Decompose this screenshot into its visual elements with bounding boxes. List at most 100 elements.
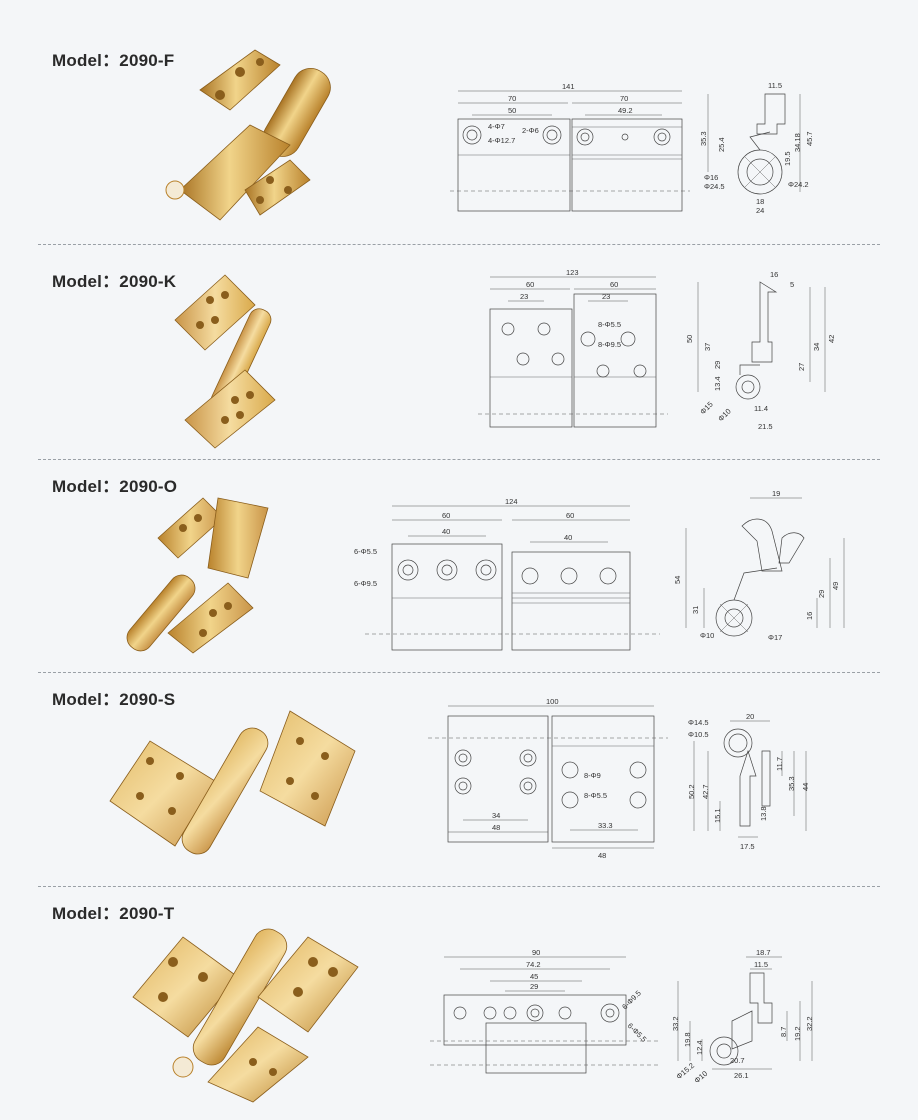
dim-label: 26.1 xyxy=(734,1071,749,1080)
dim-label: 37 xyxy=(703,343,712,351)
model-title: Model：2090-S xyxy=(52,690,176,709)
front-view-drawing: 90 74.2 45 29 6-Φ9.5 6-Φ5.5 xyxy=(430,948,660,1074)
hinge-photo xyxy=(126,497,269,654)
dim-label: 60 xyxy=(566,511,574,520)
section-2090-t: Model：2090-T 90 74.2 45 29 6-Φ9.5 6-Φ5.5 xyxy=(0,887,918,1120)
dim-label: 32.2 xyxy=(805,1016,814,1031)
dim-label: Φ15 xyxy=(698,400,714,416)
dim-label: 70 xyxy=(620,94,628,103)
dim-label: 50 xyxy=(508,106,516,115)
dim-label: 45.7 xyxy=(805,131,814,146)
dim-label: 27 xyxy=(797,363,806,371)
dim-label: 25.4 xyxy=(717,137,726,152)
dim-label: 35.3 xyxy=(699,131,708,146)
section-divider xyxy=(38,244,880,245)
dim-label: 50.2 xyxy=(687,784,696,799)
dim-label: Φ10 xyxy=(692,1069,709,1085)
section-2090-o: Model：2090-O 124 60 60 40 40 6-Φ5.5 6-Φ9… xyxy=(0,460,918,672)
dim-label: 48 xyxy=(492,823,500,832)
model-title: Model：2090-T xyxy=(52,904,175,923)
model-title: Model：2090-K xyxy=(52,272,177,291)
dim-label: 15.1 xyxy=(713,808,722,823)
dim-label: 20 xyxy=(746,712,754,721)
dim-label: 4-Φ7 xyxy=(488,122,505,131)
dim-label: 31 xyxy=(691,606,700,614)
dim-label: 6-Φ5.5 xyxy=(354,547,377,556)
dim-label: 18 xyxy=(756,197,764,206)
dim-label: 90 xyxy=(532,948,540,957)
dim-label: 45 xyxy=(530,972,538,981)
dim-label: 49 xyxy=(831,582,840,590)
dim-label: 6-Φ9.5 xyxy=(620,989,643,1012)
dim-label: Φ10.5 xyxy=(688,730,709,739)
dim-label: 49.2 xyxy=(618,106,633,115)
dim-label: 4-Φ12.7 xyxy=(488,136,515,145)
side-view-drawing: 11.5 35.3 25.4 19.5 34.18 45.7 Φ16 Φ24.5… xyxy=(699,81,814,215)
side-view-drawing: 16 5 50 37 29 13.4 27 34 42 Φ15 Φ10 11.4… xyxy=(685,270,836,431)
dim-label: 19 xyxy=(772,489,780,498)
dim-label: 35.3 xyxy=(787,776,796,791)
dim-label: 33.2 xyxy=(671,1016,680,1031)
dim-label: 100 xyxy=(546,697,559,706)
hinge-photo xyxy=(174,274,276,449)
dim-label: 2-Φ6 xyxy=(522,126,539,135)
dim-label: 23 xyxy=(520,292,528,301)
dim-label: 124 xyxy=(505,497,518,506)
dim-label: 8-Φ9.5 xyxy=(598,340,621,349)
dim-label: 29 xyxy=(530,982,538,991)
section-divider xyxy=(38,672,880,673)
dim-label: 11.5 xyxy=(754,960,768,969)
dim-label: 34 xyxy=(492,811,500,820)
dim-label: 5 xyxy=(790,280,794,289)
section-divider xyxy=(38,886,880,887)
dim-label: 21.5 xyxy=(758,422,773,431)
dim-label: 12.4 xyxy=(695,1040,704,1055)
dim-label: 60 xyxy=(610,280,618,289)
dim-label: 50 xyxy=(685,335,694,343)
dim-label: 23 xyxy=(602,292,610,301)
dim-label: Φ24.5 xyxy=(704,182,725,191)
hinge-photo xyxy=(132,928,359,1103)
dim-label: 29 xyxy=(713,361,722,369)
dim-label: Φ16 xyxy=(704,173,718,182)
dim-label: Φ17 xyxy=(768,633,782,642)
dim-label: 60 xyxy=(442,511,450,520)
dim-label: 18.7 xyxy=(756,948,771,957)
side-view-drawing: Φ14.5 20 Φ10.5 11.7 42.7 50.2 35.3 44 13… xyxy=(687,712,810,851)
dim-label: 29 xyxy=(817,590,826,598)
side-view-drawing: 18.7 11.5 33.2 19.8 12.4 8.7 19.2 32.2 Φ… xyxy=(671,948,814,1085)
dim-label: 40 xyxy=(564,533,572,542)
dim-label: 6-Φ5.5 xyxy=(626,1021,649,1044)
dim-label: 24 xyxy=(756,206,764,215)
dim-label: 44 xyxy=(801,783,810,791)
dim-label: 11.7 xyxy=(775,757,784,771)
dim-label: 8-Φ9 xyxy=(584,771,601,780)
dim-label: 11.5 xyxy=(768,81,782,90)
dim-label: 16 xyxy=(805,612,814,620)
dim-label: 123 xyxy=(566,268,579,277)
dim-label: Φ10 xyxy=(716,407,732,423)
dim-label: 74.2 xyxy=(526,960,541,969)
section-2090-k: Model：2090-K 123 60 60 23 23 8-Φ5.5 8-Φ9… xyxy=(0,245,918,460)
dim-label: 19.2 xyxy=(793,1026,802,1041)
dim-label: 8.7 xyxy=(779,1027,788,1037)
dim-label: 19.8 xyxy=(683,1032,692,1047)
front-view-drawing: 100 8-Φ9 8-Φ5.5 34 48 33.3 48 xyxy=(428,697,668,860)
side-view-drawing: 19 54 31 16 29 49 Φ10 Φ17 xyxy=(673,489,845,642)
hinge-photo xyxy=(165,49,331,221)
section-2090-s: Model：2090-S 100 8-Φ9 8-Φ5.5 34 48 33.3 … xyxy=(0,673,918,887)
dim-label: 20.7 xyxy=(730,1056,745,1065)
dim-label: 40 xyxy=(442,527,450,536)
dim-label: 34 xyxy=(812,343,821,351)
dim-label: 141 xyxy=(562,82,575,91)
dim-label: 16 xyxy=(770,270,778,279)
dim-label: 60 xyxy=(526,280,534,289)
model-title: Model：2090-F xyxy=(52,51,175,70)
dim-label: 48 xyxy=(598,851,606,860)
dim-label: Φ14.5 xyxy=(688,718,709,727)
front-view-drawing: 123 60 60 23 23 8-Φ5.5 8-Φ9.5 xyxy=(478,268,668,428)
dim-label: 42 xyxy=(827,335,836,343)
dim-label: Φ10 xyxy=(700,631,714,640)
section-2090-f: Model：2090-F 141 70 70 50 49.2 4-Φ7 4-Φ1… xyxy=(0,0,918,245)
dim-label: Φ24.2 xyxy=(788,180,809,189)
